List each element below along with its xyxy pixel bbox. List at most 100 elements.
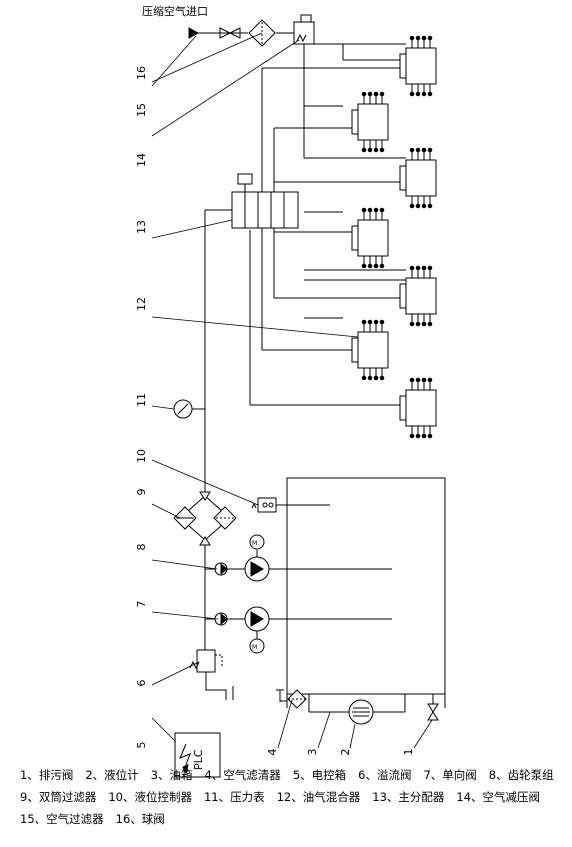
mixer-pin-dot — [373, 91, 379, 97]
oil-air-mixer-row-3 — [399, 159, 437, 197]
legend-item: 13、主分配器 — [372, 790, 445, 804]
mixer-pin-dot — [361, 91, 367, 97]
pressure-gauge-11 — [173, 399, 205, 419]
mixer-pin-dot — [421, 377, 427, 383]
mixer-pin-dot — [427, 35, 433, 41]
callout-number-12: 12 — [135, 297, 148, 311]
callout-number-16: 16 — [135, 66, 148, 80]
mixer-pin-dot — [421, 265, 427, 271]
mixer-pin-dot — [409, 433, 415, 439]
mixer-pin-dot — [373, 319, 379, 325]
mixer-pin-dot — [427, 433, 433, 439]
mixer-pin-dot — [373, 375, 379, 381]
mixer-pin-dot — [409, 321, 415, 327]
drain-valve-1 — [427, 694, 439, 721]
relief-valve-6 — [189, 634, 234, 700]
callout-number-4: 4 — [266, 749, 279, 756]
legend-item: 15、空气过滤器 — [20, 812, 104, 826]
mixer-pin-dot — [421, 321, 427, 327]
mixer-pin-dot — [415, 321, 421, 327]
callout-number-14: 14 — [135, 153, 148, 167]
legend-item: 14、空气减压阀 — [456, 790, 541, 804]
air-inlet-line — [188, 14, 315, 47]
mixer-pin-dot — [373, 263, 379, 269]
mixer-pin-dot — [379, 319, 385, 325]
mixer-pin-dot — [427, 265, 433, 271]
oil-air-mixer-row-5 — [399, 277, 437, 315]
mixer-pin-dot — [379, 147, 385, 153]
callout-number-6: 6 — [135, 680, 148, 687]
mixer-pin-dot — [421, 91, 427, 97]
mixer-pin-dot — [427, 377, 433, 383]
mixer-pin-dot — [361, 263, 367, 269]
callout-number-9: 9 — [135, 489, 148, 496]
legend-item: 2、液位计 — [85, 768, 139, 782]
compressed-air-inlet-label: 压缩空气进口 — [142, 4, 208, 18]
leader-lines — [151, 32, 433, 749]
mixer-outlet-pins — [361, 35, 433, 439]
mixer-pin-dot — [379, 91, 385, 97]
legend-row-3: 15、空气过滤器 16、球阀 — [20, 808, 568, 830]
oil-air-mixer-row-7 — [399, 389, 437, 427]
mixer-pin-dot — [409, 35, 415, 41]
mixer-pin-dot — [361, 207, 367, 213]
legend-item: 16、球阀 — [115, 812, 165, 826]
callout-number-5: 5 — [135, 742, 148, 749]
ball-valve-symbol — [188, 27, 200, 39]
mixer-pin-dot — [415, 91, 421, 97]
gear-pump-set-8b: M — [205, 606, 392, 654]
level-controller-10 — [251, 497, 330, 513]
ball-valve-16 — [219, 27, 232, 39]
legend-item: 12、油气混合器 — [276, 790, 361, 804]
callout-number-11: 11 — [135, 393, 148, 407]
legend-item: 10、液位控制器 — [108, 790, 192, 804]
mixer-pin-dot — [427, 91, 433, 97]
level-gauge-2 — [347, 699, 376, 725]
mixer-pin-dot — [409, 377, 415, 383]
plc-control-box-5: PLC — [174, 732, 221, 778]
mixer-pin-dot — [361, 375, 367, 381]
legend-item: 7、单向阀 — [423, 768, 477, 782]
mixer-pin-dot — [409, 265, 415, 271]
oil-tank-3 — [286, 477, 446, 713]
callout-number-2: 2 — [339, 749, 352, 756]
duplex-filter-9 — [173, 491, 237, 546]
mixer-pin-dot — [421, 433, 427, 439]
legend-item: 6、溢流阀 — [358, 768, 412, 782]
mixer-pin-dot — [367, 375, 373, 381]
mixer-pin-dot — [415, 203, 421, 209]
mixer-pin-dot — [415, 265, 421, 271]
oil-air-mixer-row-4 — [351, 219, 389, 257]
mixer-pin-dot — [409, 203, 415, 209]
mixer-pin-dot — [379, 207, 385, 213]
gear-pump-set-8: M — [205, 534, 392, 582]
callout-number-13: 13 — [135, 220, 148, 234]
svg-text:M: M — [252, 644, 257, 651]
plc-label: PLC — [192, 749, 205, 770]
main-distributor-13 — [231, 173, 299, 229]
mixer-pin-dot — [421, 203, 427, 209]
legend-item: 3、油箱 — [150, 768, 193, 782]
svg-text:M: M — [252, 540, 257, 547]
legend-item: 1、排污阀 — [20, 768, 74, 782]
air-breather-filter-4 — [276, 689, 307, 709]
mixer-pin-dot — [367, 147, 373, 153]
mixer-pin-dot — [415, 35, 421, 41]
mixer-pin-dot — [415, 147, 421, 153]
mixer-pin-dot — [427, 147, 433, 153]
mixer-pin-dot — [427, 203, 433, 209]
legend-item: 11、压力表 — [203, 790, 265, 804]
callout-number-10: 10 — [135, 449, 148, 463]
oil-air-mixer-row-6 — [351, 331, 389, 369]
air-distribution-header — [303, 43, 406, 319]
legend-item: 8、齿轮泵组 — [488, 768, 554, 782]
mixer-pin-dot — [373, 207, 379, 213]
oil-air-mixer-row-1 — [399, 47, 437, 85]
mixer-pin-dot — [379, 263, 385, 269]
legend-item: 5、电控箱 — [292, 768, 347, 782]
mixer-pin-dot — [415, 433, 421, 439]
